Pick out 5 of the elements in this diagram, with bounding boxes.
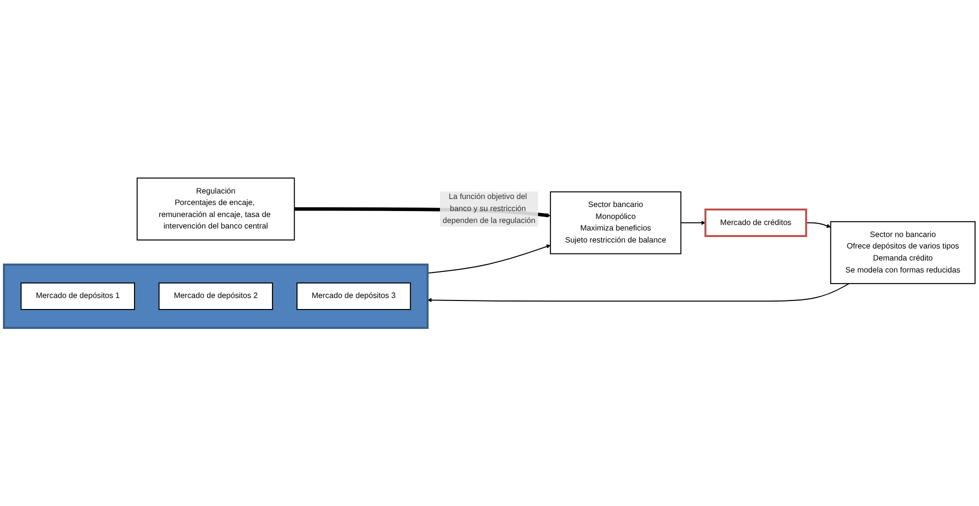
arrow [427, 244, 551, 274]
arrow [680, 220, 706, 225]
cluster [2, 264, 429, 329]
arrow [806, 222, 831, 228]
arrow [427, 283, 850, 302]
